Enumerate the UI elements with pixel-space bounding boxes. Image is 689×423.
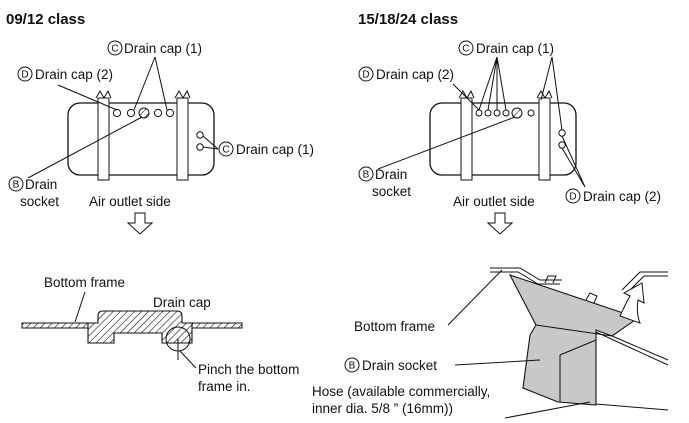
- left-pinch-text-1: Pinch the bottom: [198, 362, 299, 377]
- right-bottom-frame-label: Bottom frame: [354, 319, 435, 334]
- right-leader-socket: [377, 116, 516, 170]
- svg-text:D: D: [21, 70, 28, 81]
- svg-text:B: B: [363, 170, 370, 181]
- svg-text:Drain cap (1): Drain cap (1): [236, 142, 314, 157]
- right-hose-text-1: Hose (available commercially,: [312, 384, 490, 399]
- svg-text:Drain: Drain: [375, 167, 407, 182]
- svg-text:C: C: [222, 145, 229, 156]
- svg-text:socket: socket: [20, 194, 59, 209]
- right-leader-cap2-left: [452, 83, 480, 111]
- svg-text:Drain cap (2): Drain cap (2): [35, 67, 113, 82]
- left-leader-cap1-right: [202, 135, 219, 150]
- left-heading: 09/12 class: [6, 11, 85, 28]
- right-down-arrow-icon: [486, 212, 514, 235]
- left-drain-cap-cross-section: [21, 310, 243, 360]
- svg-text:Drain: Drain: [25, 177, 57, 192]
- svg-text:socket: socket: [372, 184, 411, 199]
- left-drain-socket-label: B Drain socket: [8, 176, 59, 209]
- right-leader-cap2-right: [561, 135, 586, 188]
- right-panel: 15/18/24 class C Drain cap (1): [312, 11, 669, 419]
- left-panel: 09/12 class C Drain cap (1): [6, 11, 314, 394]
- right-drain-cap-2-left-label: D Drain cap (2): [358, 66, 454, 82]
- svg-text:B: B: [13, 180, 20, 191]
- right-drain-socket-detail-label: B Drain socket: [344, 357, 437, 373]
- left-down-arrow-icon: [126, 212, 154, 235]
- svg-text:C: C: [111, 44, 118, 55]
- svg-text:B: B: [349, 361, 356, 372]
- svg-text:C: C: [462, 44, 469, 55]
- right-drain-cap-2-right-label: D Drain cap (2): [565, 188, 661, 204]
- left-leader-socket: [27, 116, 143, 179]
- svg-text:D: D: [569, 192, 576, 203]
- svg-text:Drain cap (2): Drain cap (2): [583, 189, 661, 204]
- svg-text:D: D: [362, 70, 369, 81]
- svg-text:Drain cap (2): Drain cap (2): [376, 67, 454, 82]
- right-hose-text-2: inner dia. 5/8 ” (16mm)): [312, 401, 453, 416]
- svg-text:Drain socket: Drain socket: [362, 358, 437, 373]
- left-leader-cap1-top: [133, 56, 168, 111]
- svg-text:Drain cap (1): Drain cap (1): [476, 41, 554, 56]
- svg-text:Drain cap (1): Drain cap (1): [124, 41, 202, 56]
- left-pinch-text-2: frame in.: [198, 379, 251, 394]
- right-heading: 15/18/24 class: [358, 11, 458, 28]
- right-unit-body: [429, 89, 577, 181]
- right-drain-socket-label: B Drain socket: [358, 166, 411, 199]
- right-leader-cap1-b: [540, 56, 563, 131]
- right-socket-insertion-detail: [490, 267, 669, 411]
- left-drain-cap-1-top-label: C Drain cap (1): [107, 40, 202, 56]
- right-drain-cap-1-top-label: C Drain cap (1): [458, 40, 554, 56]
- right-rotate-arrow-icon: [619, 282, 645, 324]
- left-drain-cap-2-label: D Drain cap (2): [17, 66, 113, 82]
- right-leader-cap1-a: [478, 56, 507, 111]
- right-air-outlet-side: Air outlet side: [453, 194, 535, 209]
- left-drain-cap-1-right-label: C Drain cap (1): [218, 141, 314, 157]
- left-leader-cap2: [57, 84, 118, 111]
- left-unit-body: [67, 89, 215, 181]
- left-air-outlet-side: Air outlet side: [89, 194, 171, 209]
- left-bottom-frame-label: Bottom frame: [44, 275, 125, 290]
- left-drain-cap-label: Drain cap: [153, 295, 211, 310]
